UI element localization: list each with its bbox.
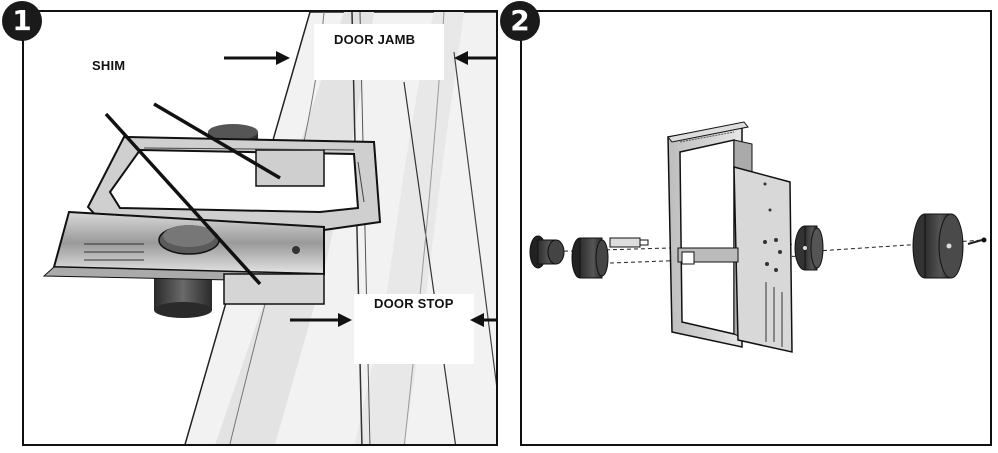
thumb-knob-large	[571, 237, 609, 279]
shim-label: SHIM	[92, 58, 126, 73]
door-jamb-label: DOOR JAMB	[334, 32, 416, 47]
door-stop-width-arrows	[290, 313, 496, 327]
shim-pointer-lines	[104, 102, 281, 286]
exploded-assembly-illustration	[529, 121, 987, 353]
step-2-badge: 2	[500, 1, 540, 41]
step-1-panel: SHIM DOOR JAMB DOOR STOP	[22, 10, 498, 446]
clamp-cylinder	[912, 213, 964, 279]
door-stop-label: DOOR STOP	[374, 296, 454, 311]
hinge-template-jig	[42, 135, 382, 305]
screw	[967, 237, 987, 245]
door-jamb-jig-illustration	[42, 12, 496, 444]
step-1-badge: 1	[2, 1, 42, 41]
step-2-panel	[520, 10, 992, 446]
spacer-cylinder	[794, 225, 824, 271]
pin-bolt	[609, 237, 649, 248]
guide-bar	[677, 166, 793, 353]
thumb-knob-small	[529, 235, 565, 269]
door-jamb-width-arrows	[224, 51, 496, 65]
